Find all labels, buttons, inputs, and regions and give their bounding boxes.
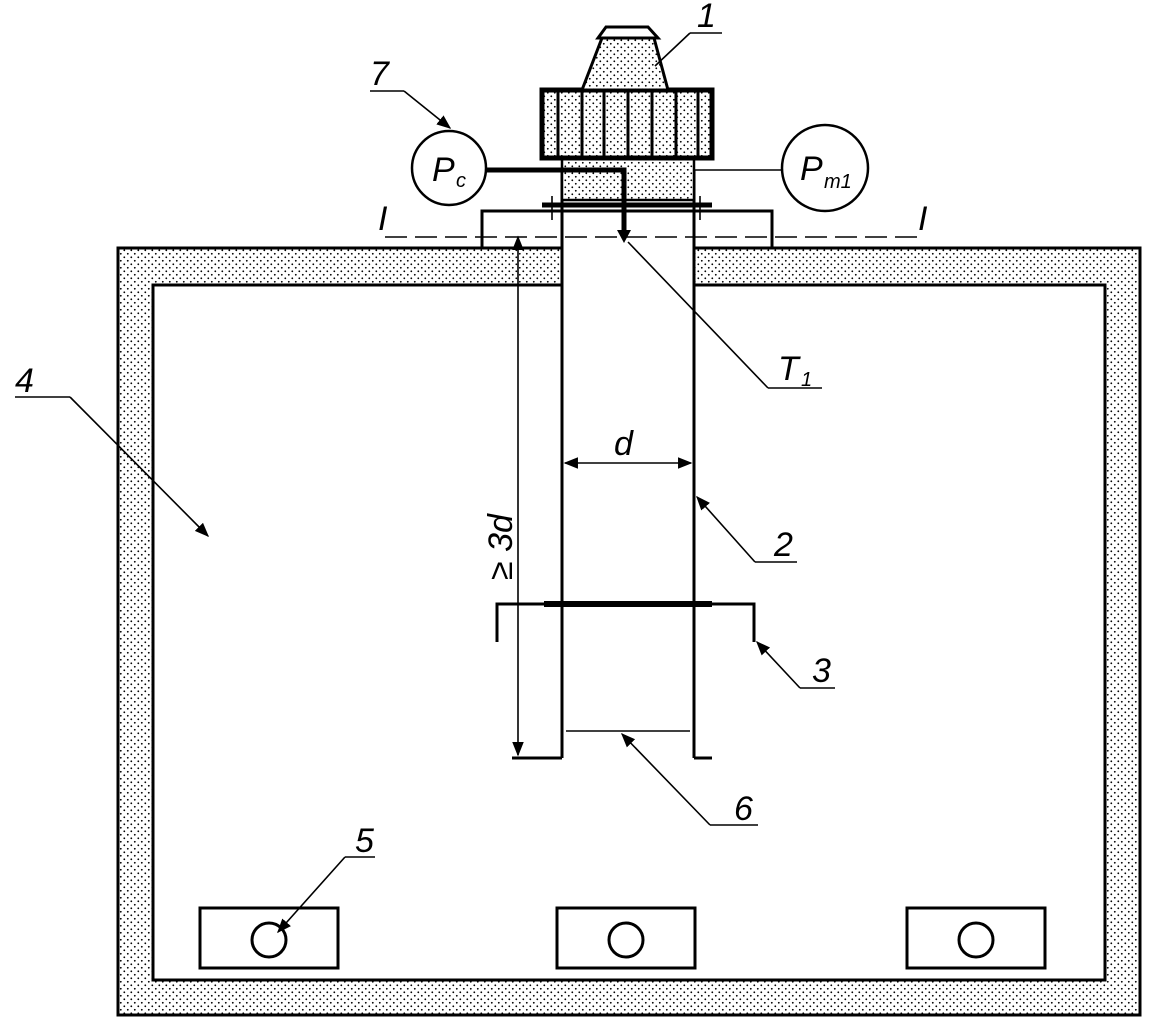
pressure-gauge-pm1 bbox=[780, 123, 870, 213]
leader-3 bbox=[756, 640, 801, 689]
label-3: 3 bbox=[812, 652, 831, 690]
pc-label: P bbox=[432, 151, 455, 189]
label-5: 5 bbox=[355, 822, 374, 860]
adapter-section bbox=[560, 156, 696, 202]
terminal-cap-top bbox=[595, 25, 662, 40]
diameter-label: d bbox=[614, 425, 634, 463]
heater-left-port bbox=[250, 921, 288, 959]
terminal-cap bbox=[579, 36, 670, 92]
heater-center-port bbox=[607, 921, 645, 959]
collar-plate bbox=[495, 602, 756, 642]
height-label: ≥ 3d bbox=[482, 513, 520, 580]
heater-right-port bbox=[957, 921, 995, 959]
pc-label-sub: c bbox=[456, 170, 466, 192]
leader-7 bbox=[403, 90, 452, 129]
label-1: 1 bbox=[697, 0, 716, 35]
pm1-label: P bbox=[800, 150, 823, 188]
leader-4 bbox=[69, 396, 210, 538]
t1-label-sub: 1 bbox=[801, 369, 812, 391]
leader-1 bbox=[654, 32, 691, 67]
leader-5 bbox=[277, 856, 346, 934]
chamber-insulated-wall bbox=[116, 246, 1142, 1017]
section-label-left: I bbox=[378, 200, 388, 238]
label-7: 7 bbox=[370, 55, 390, 93]
t1-label: T bbox=[778, 350, 801, 388]
t1-leader bbox=[627, 241, 769, 389]
heater-center bbox=[555, 906, 697, 970]
heater-left bbox=[198, 906, 340, 970]
label-4: 4 bbox=[15, 362, 34, 400]
pc-tube bbox=[486, 167, 627, 236]
heater-right bbox=[905, 906, 1047, 970]
top-flange bbox=[480, 209, 774, 248]
pm1-label-sub: m1 bbox=[824, 171, 852, 193]
label-6: 6 bbox=[734, 790, 753, 828]
label-2: 2 bbox=[773, 526, 793, 564]
pc-tube-tip bbox=[617, 230, 631, 243]
leader-6 bbox=[620, 732, 711, 826]
section-label-right: I bbox=[918, 200, 928, 238]
leader-2 bbox=[696, 495, 756, 563]
